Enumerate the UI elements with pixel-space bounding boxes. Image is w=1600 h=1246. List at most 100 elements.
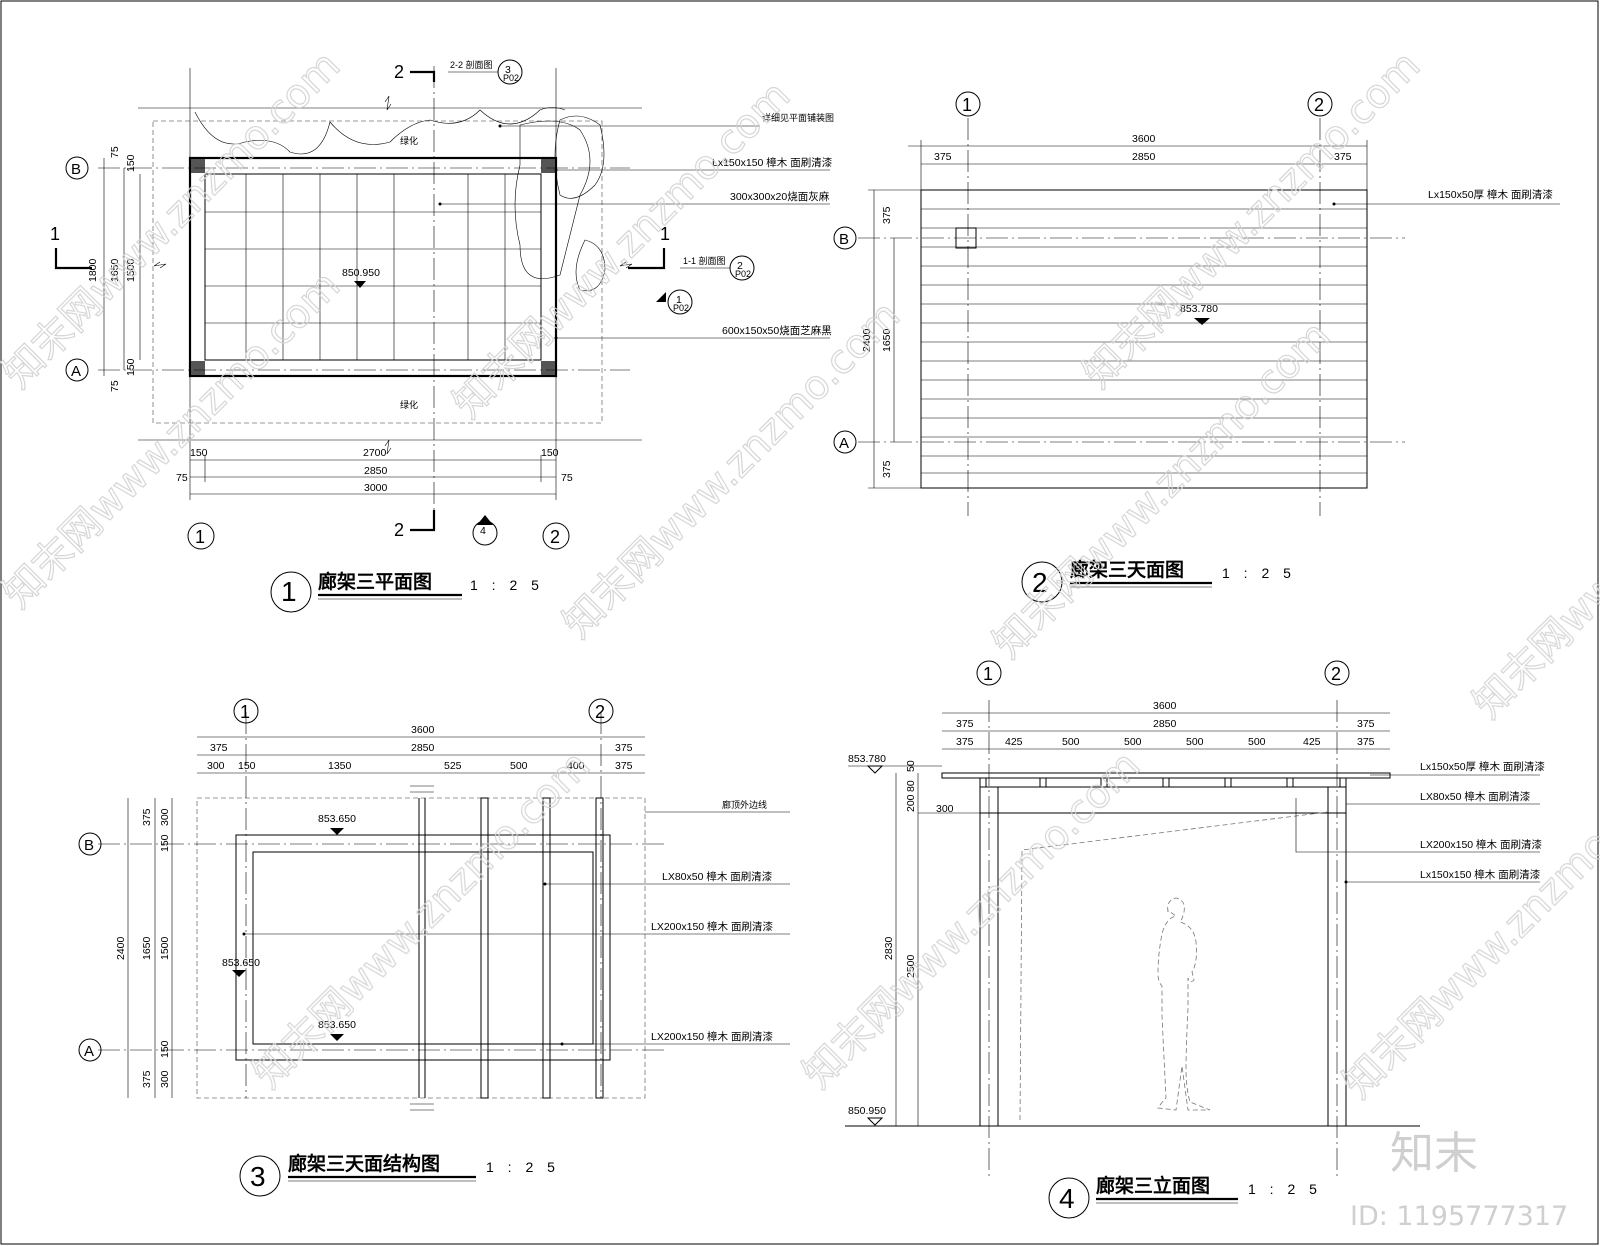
axis-bubble-a [78, 1038, 102, 1062]
plan-outline-dashed [152, 120, 603, 424]
svg-text:P02: P02 [735, 269, 751, 279]
svg-text:375: 375 [881, 460, 893, 478]
elevation-note: Lx150x50厚 樟木 面刷清漆 [1420, 760, 1545, 773]
svg-text:2700: 2700 [363, 447, 387, 459]
svg-text:1500: 1500 [125, 258, 137, 282]
svg-text:2400: 2400 [861, 328, 873, 352]
beam-frame [235, 834, 611, 1061]
svg-text:375: 375 [934, 151, 952, 163]
svg-text:425: 425 [1005, 736, 1023, 748]
title-number-circle [239, 1155, 281, 1197]
svg-text:375: 375 [615, 760, 633, 772]
svg-text:3000: 3000 [364, 482, 388, 494]
svg-text:1: 1 [962, 95, 972, 115]
svg-text:75: 75 [176, 472, 188, 484]
svg-text:1: 1 [281, 576, 297, 607]
svg-text:2500: 2500 [905, 954, 917, 978]
svg-text:375: 375 [881, 206, 893, 224]
svg-text:3600: 3600 [411, 724, 435, 736]
plan-note: 详细见平面铺装图 [762, 112, 834, 123]
section-cut-label: 2 [394, 62, 404, 82]
svg-text:150: 150 [125, 154, 137, 172]
elevation-note: Lx150x150 樟木 面刷清漆 [1420, 868, 1541, 881]
joist [480, 797, 489, 1099]
svg-text:B: B [84, 837, 94, 854]
axis-bubble-b [65, 156, 89, 180]
elevation-view: 1 2 3600 375 2850 375 375 425 500 500 50… [845, 660, 1545, 1219]
svg-text:B: B [71, 161, 81, 178]
svg-text:375: 375 [615, 742, 633, 754]
svg-text:375: 375 [210, 742, 228, 754]
svg-text:150: 150 [159, 834, 171, 852]
svg-text:500: 500 [1248, 736, 1266, 748]
svg-text:375: 375 [1357, 736, 1375, 748]
svg-text:B: B [839, 231, 849, 248]
post [191, 361, 205, 375]
structure-scale: 1 : 2 5 [486, 1159, 560, 1175]
svg-text:150: 150 [541, 447, 559, 459]
elevation-ref-icon [667, 289, 693, 315]
svg-text:375: 375 [1357, 718, 1375, 730]
roof-view: 1 2 B A 3600 375 2850 375 375 2400 1650 … [833, 91, 1560, 603]
structure-note: 廊顶外边线 [722, 799, 767, 810]
main-beam [979, 786, 1347, 814]
svg-text:150: 150 [190, 447, 208, 459]
section-ref-circle-icon [729, 255, 755, 281]
roof-edge-dashed [196, 797, 646, 1099]
svg-text:375: 375 [1334, 151, 1352, 163]
section-ref-circle-icon [497, 59, 523, 85]
plan-title: 廊架三平面图 [318, 570, 432, 593]
svg-text:2850: 2850 [1132, 151, 1156, 163]
joist [595, 797, 604, 1099]
human-scale-figure [1157, 897, 1211, 1111]
svg-text:2: 2 [595, 702, 605, 722]
svg-text:375: 375 [141, 808, 153, 826]
section-cut-label: 2 [394, 520, 404, 540]
joist [542, 797, 551, 1099]
title-number-circle [270, 571, 312, 613]
svg-text:1: 1 [983, 664, 993, 684]
elevation-note: LX80x50 樟木 面刷清漆 [1420, 790, 1531, 803]
svg-text:75: 75 [109, 380, 121, 392]
brand-logo: 知末 [1390, 1128, 1478, 1179]
svg-text:500: 500 [510, 760, 528, 772]
structure-title: 廊架三天面结构图 [288, 1152, 440, 1175]
svg-text:A: A [84, 1043, 94, 1060]
axis-bubble-a [65, 358, 89, 382]
paving-grid [205, 174, 541, 360]
svg-text:375: 375 [956, 718, 974, 730]
plan-scale: 1 : 2 5 [470, 577, 544, 593]
structure-elevation: 853.650 [222, 957, 260, 969]
section-cut-label: 1 [660, 224, 670, 244]
watermark-text: 知末网www.znzmo.com [555, 293, 910, 648]
elevation-triangle-icon [1194, 318, 1210, 325]
axis-bubble-2 [588, 698, 614, 724]
axis-bubble-1 [976, 660, 1002, 686]
section-title: 1-1 剖面图 [683, 255, 726, 266]
svg-text:500: 500 [1124, 736, 1142, 748]
svg-text:375: 375 [141, 1070, 153, 1088]
elevation-scale: 1 : 2 5 [1248, 1181, 1322, 1197]
svg-text:3: 3 [250, 1161, 266, 1192]
elevation-note: LX200x150 樟木 面刷清漆 [1420, 838, 1542, 851]
svg-text:300: 300 [159, 808, 171, 826]
green-label: 绿化 [400, 399, 418, 410]
post [541, 159, 555, 173]
svg-text:2: 2 [1314, 95, 1324, 115]
plan-dims-left: 75 150 1800 1650 1500 150 75 [87, 146, 141, 392]
svg-text:3: 3 [505, 64, 511, 76]
svg-text:400: 400 [567, 760, 585, 772]
svg-text:1: 1 [195, 527, 205, 547]
svg-text:150: 150 [238, 760, 256, 772]
watermark-text: 知末网www.znzmo.com [795, 743, 1150, 1098]
axis-bubble-2 [542, 522, 570, 550]
svg-text:75: 75 [561, 472, 573, 484]
svg-text:2850: 2850 [364, 465, 388, 477]
svg-text:2: 2 [737, 260, 743, 272]
svg-text:A: A [839, 435, 849, 452]
plan-note: Lx150x150 樟木 面刷清漆 [712, 156, 833, 169]
watermark-text: 知末网www.znzmo.com [1335, 753, 1600, 1108]
svg-text:1650: 1650 [141, 936, 153, 960]
svg-text:4: 4 [1059, 1183, 1075, 1214]
